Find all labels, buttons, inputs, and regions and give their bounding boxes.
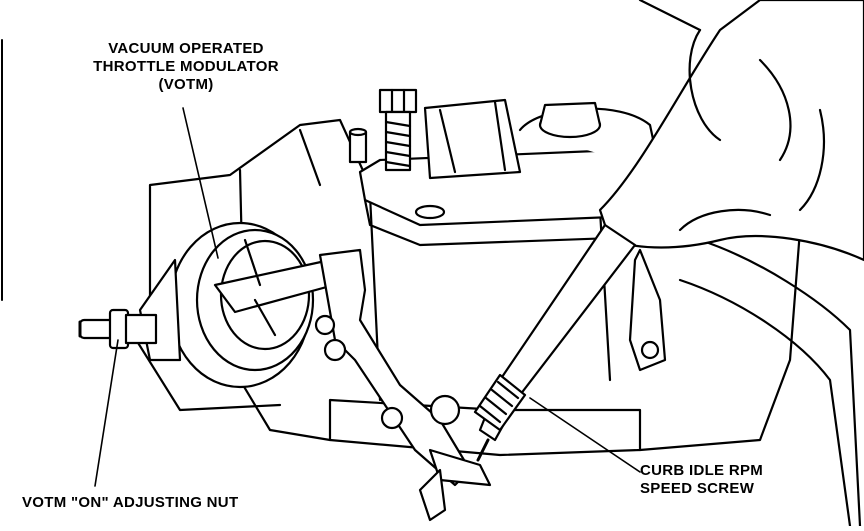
intake-manifold [628,213,862,528]
curb-idle-screw [473,373,527,432]
hand-icon [598,0,864,262]
adjusting-nut-rod [78,308,158,350]
throttle-linkage [314,248,492,522]
adjusting-nut-label: VOTM "ON" ADJUSTING NUT [22,494,239,511]
leader-lines [94,107,641,487]
votm-label-line1: VACUUM OPERATED [108,40,264,57]
votm-label: VACUUM OPERATED THROTTLE MODULATOR (VOTM… [66,40,306,94]
curb-idle-label: CURB IDLE RPM SPEED SCREW [640,462,763,498]
hold-down-bolt [378,88,418,172]
air-horn [423,98,662,180]
votm-leader-line [182,107,219,259]
votm-diaphragm [168,221,347,389]
nut-leader-line [94,339,119,487]
curb-idle-label-line2: SPEED SCREW [640,480,755,497]
small-stud [348,127,368,164]
curb-idle-label-line1: CURB IDLE RPM [640,462,764,479]
votm-label-line3: (VOTM) [158,76,214,93]
votm-label-line2: THROTTLE MODULATOR [93,58,279,75]
curb-leader-line [529,397,641,473]
